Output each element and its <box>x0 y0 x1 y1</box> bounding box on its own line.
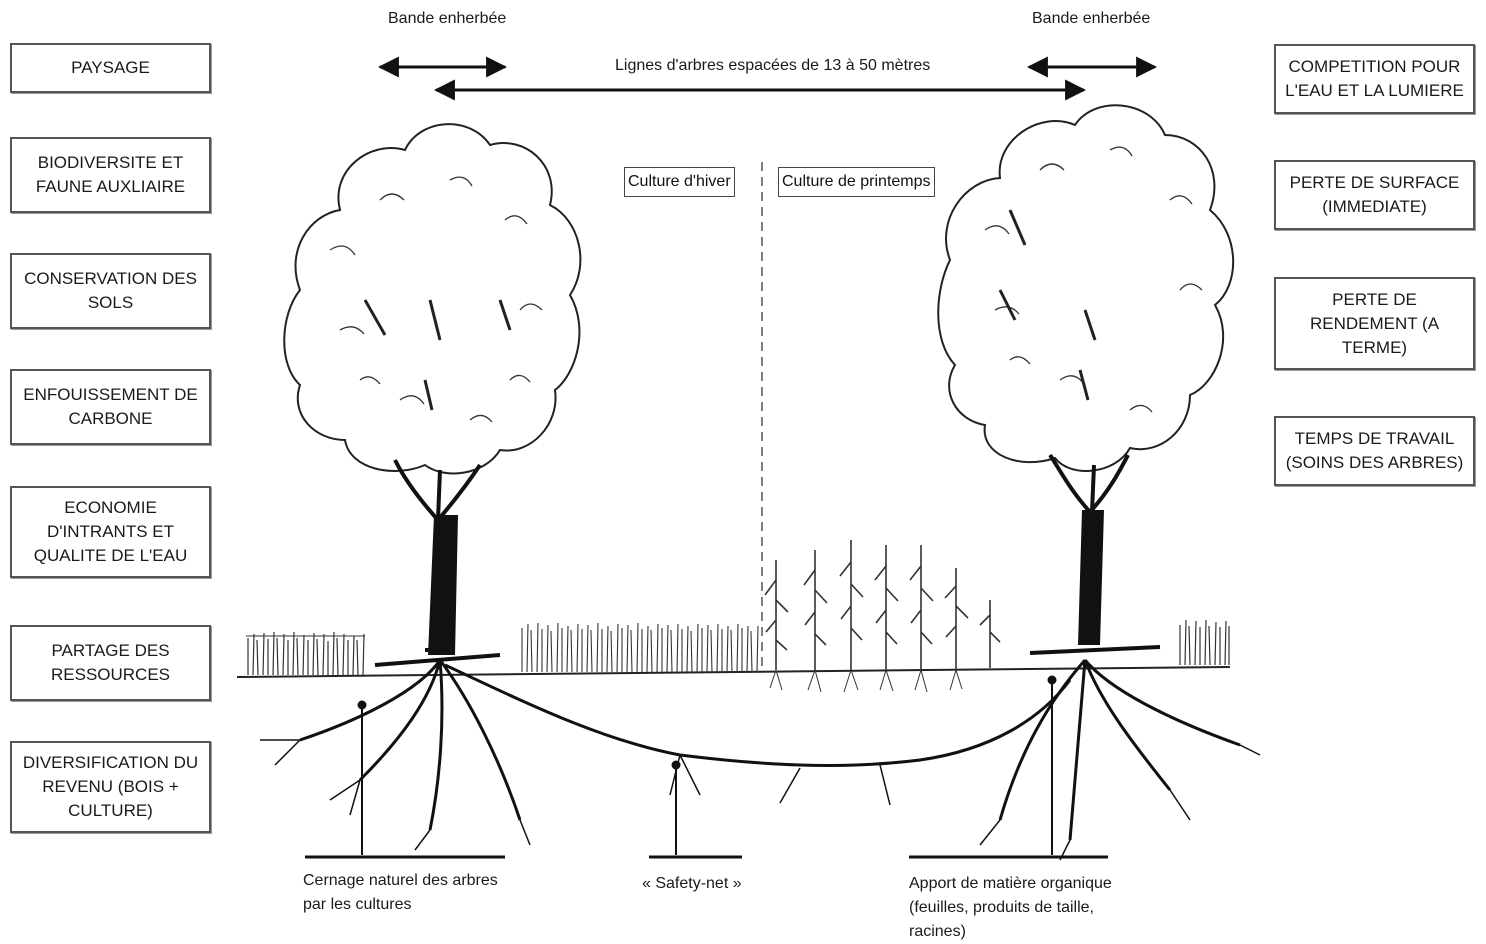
safety-net-caption: « Safety-net » <box>642 872 742 896</box>
left-tree <box>284 124 580 665</box>
callout-lines <box>305 677 1108 858</box>
organic-matter-caption: Apport de matière organique (feuilles, p… <box>909 872 1112 944</box>
grass-strip-right <box>1180 620 1229 665</box>
winter-crop <box>522 623 758 672</box>
spring-crop-label: Culture de printemps <box>778 167 935 197</box>
winter-crop-label: Culture d'hiver <box>624 167 735 197</box>
grass-strip-left-label: Bande enherbée <box>388 10 506 28</box>
grass-strip-left <box>246 632 365 675</box>
soil-surface <box>237 667 1230 677</box>
grass-strip-right-label: Bande enherbée <box>1032 10 1150 28</box>
root-system <box>260 660 1260 860</box>
right-tree <box>938 105 1233 653</box>
root-pruning-caption: Cernage naturel des arbres par les cultu… <box>303 869 498 917</box>
tree-spacing-label: Lignes d'arbres espacées de 13 à 50 mètr… <box>615 57 930 75</box>
